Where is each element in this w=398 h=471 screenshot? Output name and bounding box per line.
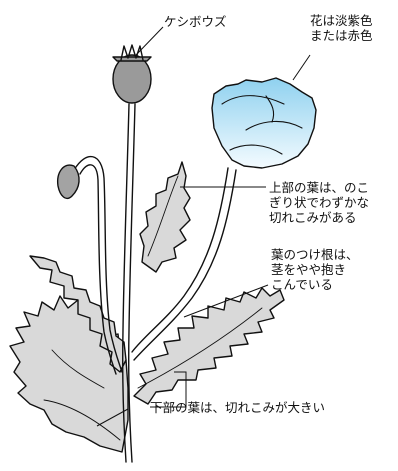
lower-leaf-left bbox=[9, 295, 129, 453]
leader-flower bbox=[292, 54, 311, 81]
upper-leaf-right bbox=[139, 161, 191, 273]
flower-label: 花は淡紫色 または赤色 bbox=[310, 13, 373, 43]
flower-stem bbox=[131, 167, 229, 353]
lower-leaf-label: 下部の葉は、切れこみが大きい bbox=[150, 400, 326, 415]
capsule-label: ケシボウズ bbox=[164, 14, 227, 29]
leaf-base-label: 葉のつけ根は、 茎をやや抱き こんでいる bbox=[271, 247, 359, 292]
main-stem bbox=[122, 103, 130, 463]
upper-leaf-left bbox=[29, 255, 127, 373]
leader-lower-leaf bbox=[150, 371, 187, 408]
upper-leaf-label: 上部の葉は、のこ ぎり状でわずかな 切れこみがある bbox=[269, 180, 370, 225]
leader-capsule bbox=[135, 26, 164, 56]
bud-stem bbox=[73, 155, 123, 373]
flower-bud bbox=[57, 164, 80, 200]
leader-leaf-base bbox=[183, 284, 269, 318]
seed-capsule bbox=[112, 54, 152, 104]
